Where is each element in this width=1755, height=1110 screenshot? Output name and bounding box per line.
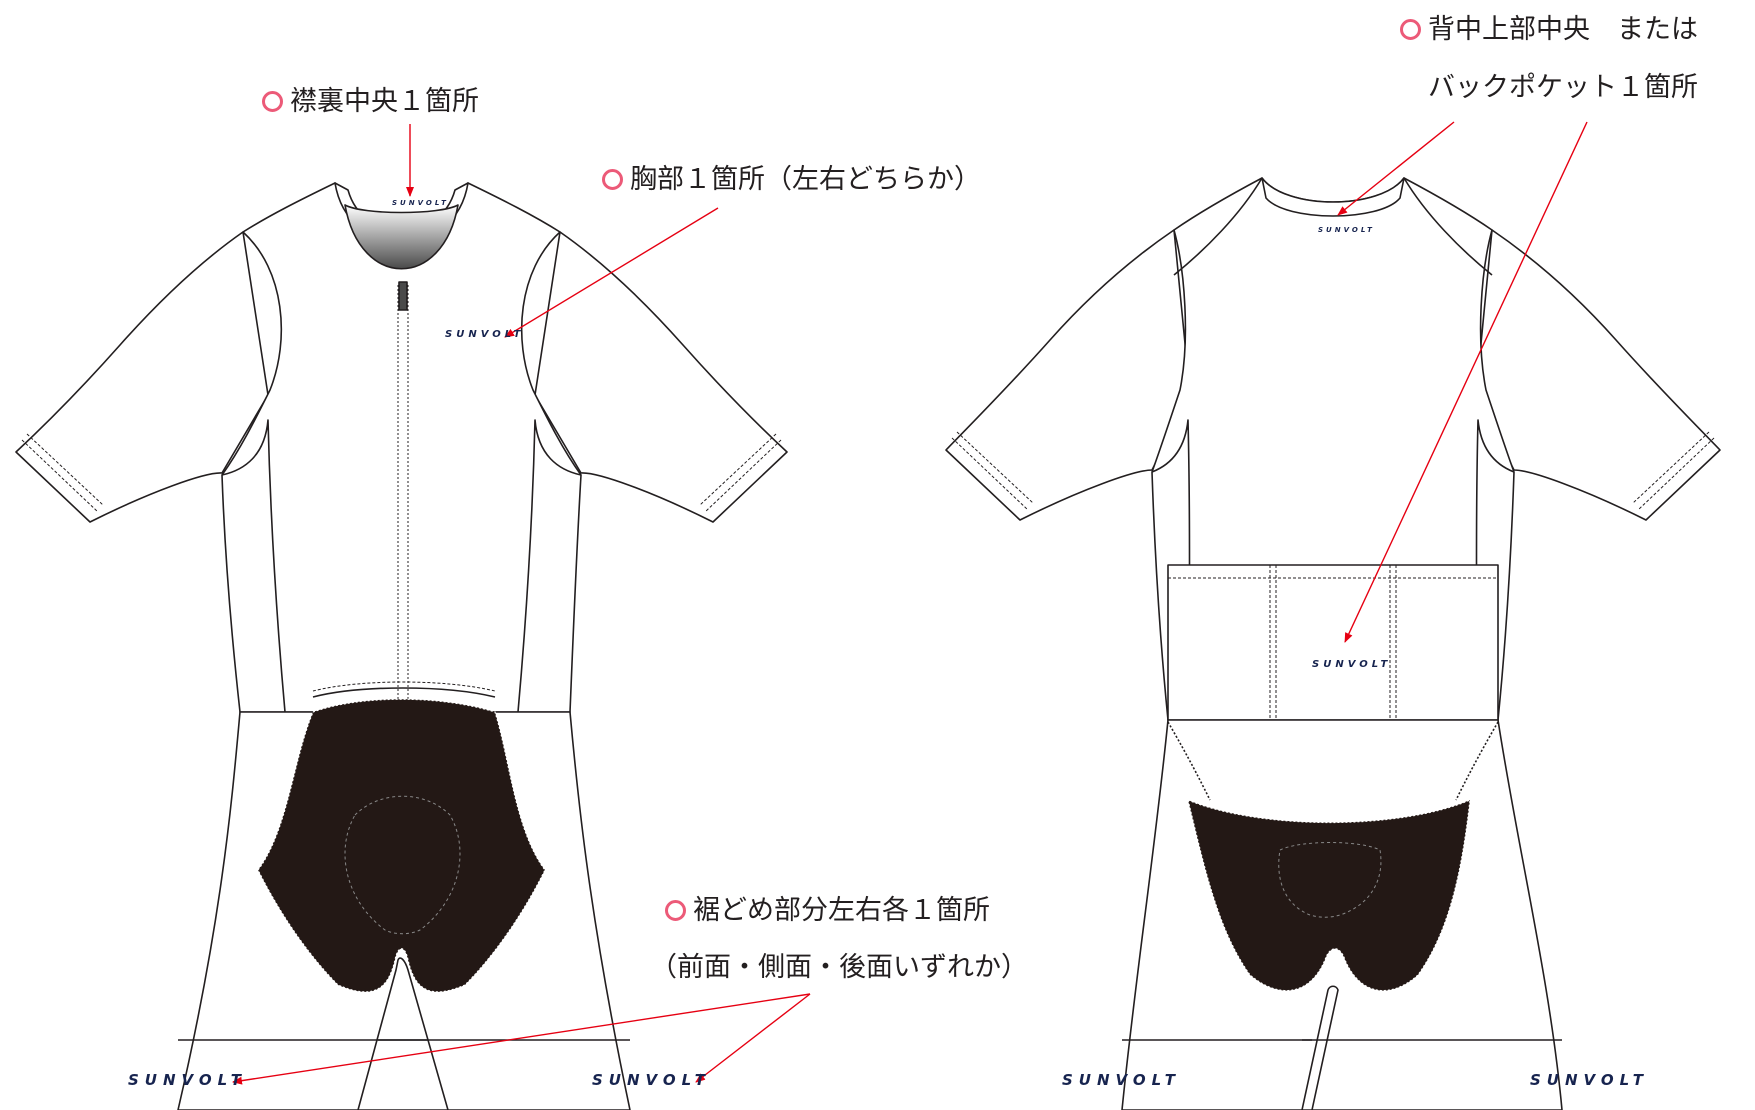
back-pocket-band: [1167, 564, 1499, 721]
label-neck: 襟裏中央１箇所: [262, 88, 479, 115]
front-left-sleeve-cuff-stitch: [21, 433, 104, 513]
front-left-sleeve: [15, 231, 269, 523]
label-hem: 裾どめ部分左右各１箇所: [665, 897, 990, 924]
back-pocket-divider-right: [1389, 565, 1397, 735]
back-suit: [945, 177, 1721, 1110]
marker-ring-icon: [262, 91, 283, 112]
arrow-icon: [232, 993, 811, 1085]
brand-print-back-left-hem: SUNVOLT: [1062, 1071, 1181, 1089]
back-chamois-pad: [1187, 799, 1471, 992]
front-neck-lining: [344, 204, 459, 270]
label-back-line2-text: バックポケット１箇所: [1428, 72, 1698, 103]
label-hem-line1-text: 裾どめ部分左右各１箇所: [693, 895, 990, 926]
arrow-icon: [1344, 121, 1588, 643]
label-chest: 胸部１箇所（左右どちらか）: [602, 166, 981, 193]
brand-print-back-neck: SUNVOLT: [1318, 226, 1375, 234]
back-left-sleeve-cuff-stitch: [951, 431, 1034, 511]
marker-ring-icon: [665, 900, 686, 921]
front-chamois-pad: [257, 698, 546, 993]
back-collar: [1261, 177, 1405, 217]
label-hem-line2: （前面・側面・後面いずれか）: [650, 954, 1028, 981]
front-left-side-panel: [221, 419, 286, 713]
brand-print-front-neck: SUNVOLT: [392, 199, 449, 207]
arrow-icon: [695, 993, 811, 1083]
front-pad-inner-stitch: [344, 795, 461, 935]
brand-print-back-pocket: SUNVOLT: [1312, 659, 1392, 670]
leader-arrows: [232, 121, 1588, 1085]
marker-ring-icon: [602, 169, 623, 190]
label-back: 背中上部中央 または: [1400, 16, 1698, 43]
label-back-line2: バックポケット１箇所: [1428, 74, 1698, 101]
front-torso: [221, 182, 582, 713]
arrow-icon: [1337, 121, 1455, 216]
back-left-sleeve: [945, 229, 1191, 521]
front-waist-seam: [312, 687, 496, 698]
front-zipper-pull: [398, 281, 408, 311]
front-right-side-panel: [517, 419, 582, 713]
back-pad-inner-stitch: [1278, 842, 1382, 918]
brand-print-front-right-hem: SUNVOLT: [592, 1071, 711, 1089]
front-right-sleeve: [534, 231, 788, 523]
brand-print-back-right-hem: SUNVOLT: [1530, 1071, 1649, 1089]
back-left-raglan-seam: [1173, 177, 1263, 276]
brand-print-front-chest: SUNVOLT: [445, 329, 525, 340]
back-right-sleeve-cuff-stitch: [1632, 431, 1715, 511]
front-zipper: [397, 285, 409, 705]
arrow-icon: [504, 207, 719, 338]
back-rear-panel: [1167, 721, 1499, 801]
front-waist-seam-stitch: [312, 681, 496, 692]
brand-print-front-left-hem: SUNVOLT: [128, 1071, 247, 1089]
front-suit: [15, 182, 788, 1110]
back-right-sleeve: [1475, 229, 1721, 521]
back-pocket-divider-left: [1269, 565, 1277, 735]
marker-ring-icon: [1400, 19, 1421, 40]
back-right-raglan-seam: [1403, 177, 1493, 276]
front-right-sleeve-cuff-stitch: [699, 433, 782, 513]
label-chest-text: 胸部１箇所（左右どちらか）: [630, 164, 981, 195]
label-neck-text: 襟裏中央１箇所: [290, 86, 479, 117]
label-hem-line2-text: （前面・側面・後面いずれか）: [650, 952, 1028, 983]
label-back-line1-text: 背中上部中央 または: [1428, 14, 1698, 45]
